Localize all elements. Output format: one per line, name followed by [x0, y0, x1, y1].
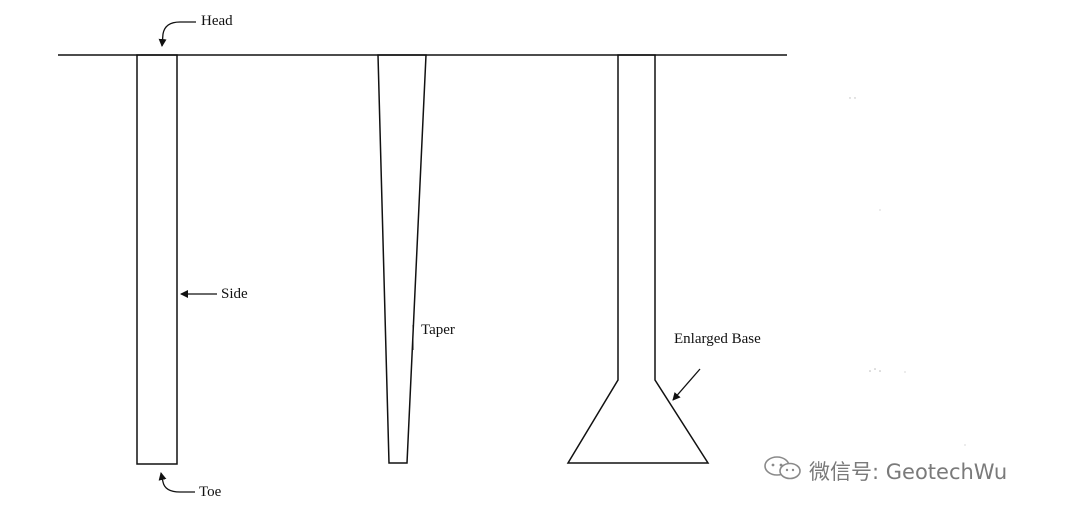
watermark-text: 微信号: GeotechWu: [809, 459, 1008, 484]
label-side: Side: [221, 286, 248, 302]
head-pointer-arrow: [158, 21, 196, 47]
straight-pile: [136, 54, 178, 465]
scan-speckles: [849, 97, 966, 446]
label-enlarged-base: Enlarged Base: [674, 331, 761, 347]
wechat-icon: [763, 455, 803, 486]
enlarged-base-pile: [566, 54, 710, 464]
tapered-pile: [377, 54, 427, 464]
label-toe: Toe: [199, 484, 222, 500]
enlarged-base-pointer-arrow: [672, 368, 701, 401]
watermark: 微信号: GeotechWu: [763, 455, 1007, 486]
label-head: Head: [201, 13, 233, 29]
toe-pointer-arrow: [158, 472, 195, 493]
label-taper: Taper: [421, 322, 455, 338]
